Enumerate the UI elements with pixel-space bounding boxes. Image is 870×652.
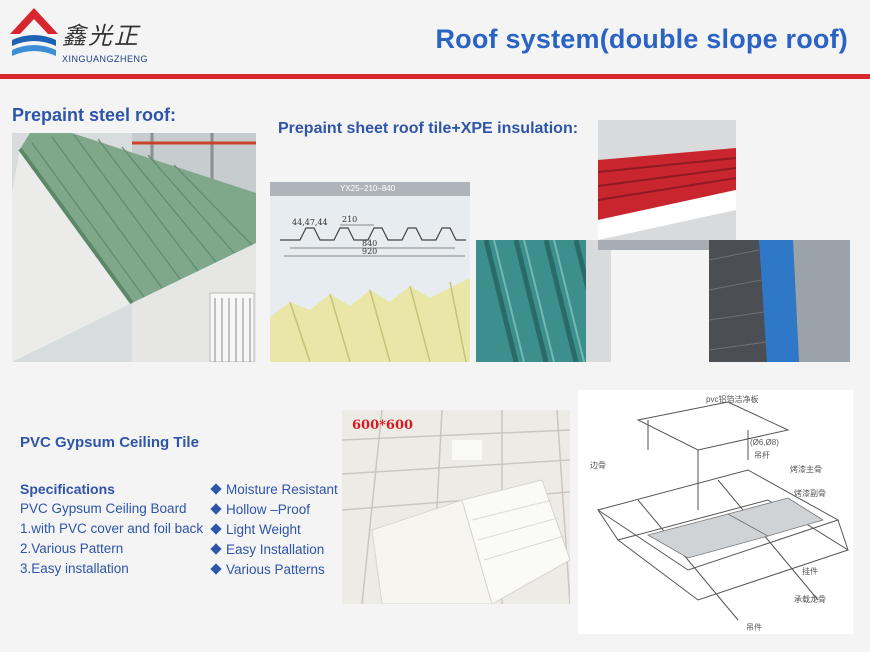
spec-line: 3.Easy installation (20, 561, 129, 576)
feature-label: Light Weight (226, 522, 301, 537)
diagram-label-sub: 烤漆副骨 (794, 489, 826, 498)
feature-item: Various Patterns (210, 562, 325, 577)
diagram-label-rod: 吊杆 (754, 451, 770, 460)
ceiling-tile-photo (342, 410, 570, 604)
diagram-label-tile: 挂件 (802, 567, 818, 576)
dimension-840: 840 (362, 239, 378, 248)
feature-label: Hollow –Proof (226, 502, 311, 517)
feature-label: Easy Installation (226, 542, 325, 557)
teal-roof-sheet-photo (476, 240, 611, 362)
brand-chinese-name: 鑫光正 (62, 22, 140, 50)
feature-item: Easy Installation (210, 542, 325, 557)
spec-line: PVC Gypsum Ceiling Board (20, 501, 187, 516)
red-roof-sheet-photo (598, 120, 736, 250)
profile-drawing-panel: YX25–210–840 44,47,44 210 840 920 (270, 182, 470, 362)
specifications-heading: Specifications (20, 481, 115, 497)
spec-line: 1.with PVC cover and foil back (20, 521, 204, 536)
profile-model-label: YX25–210–840 (340, 184, 396, 193)
brand-english-name: XINGUANGZHENG (62, 54, 149, 64)
xpe-insulation-photo (709, 240, 850, 362)
steel-roof-heading: Prepaint steel roof: (12, 105, 177, 125)
feature-label: Moisture Resistant (226, 482, 338, 497)
pvc-ceiling-heading: PVC Gypsum Ceiling Tile (20, 434, 199, 451)
feature-item: Moisture Resistant (210, 482, 338, 497)
diagram-label-beam: 承载龙骨 (794, 595, 826, 604)
dimension-920: 920 (362, 247, 378, 256)
diamond-bullet-icon (210, 483, 222, 495)
feature-item: Light Weight (210, 522, 301, 537)
diagram-label-bottom: 吊件 (746, 623, 762, 632)
company-logo (8, 6, 158, 70)
diagram-label-size: (Ø6,Ø8) (750, 438, 779, 447)
ceiling-size-tag: 600*600 (352, 418, 414, 433)
roof-tile-heading: Prepaint sheet roof tile+XPE insulation: (278, 120, 579, 137)
feature-item: Hollow –Proof (210, 502, 311, 517)
feature-label: Various Patterns (226, 562, 325, 577)
dimension-left: 44,47,44 (292, 218, 328, 227)
ceiling-grid-diagram: pvc铝箔洁净板 (Ø6,Ø8) 吊杆 边骨 烤漆主骨 烤漆副骨 挂件 承载龙骨… (578, 390, 853, 634)
diagram-label-edge: 边骨 (590, 461, 606, 470)
diagram-label-main: 烤漆主骨 (790, 465, 822, 474)
header-divider (0, 74, 870, 79)
diagram-label-top: pvc铝箔洁净板 (706, 395, 759, 404)
page-title: Roof system(double slope roof) (435, 24, 848, 54)
diamond-bullet-icon (210, 523, 222, 535)
diamond-bullet-icon (210, 543, 222, 555)
logo-mark-icon (10, 8, 58, 56)
diamond-bullet-icon (210, 503, 222, 515)
diamond-bullet-icon (210, 563, 222, 575)
dimension-210: 210 (342, 215, 358, 224)
spec-line: 2.Various Pattern (20, 541, 124, 556)
steel-roof-house-photo (12, 133, 256, 362)
